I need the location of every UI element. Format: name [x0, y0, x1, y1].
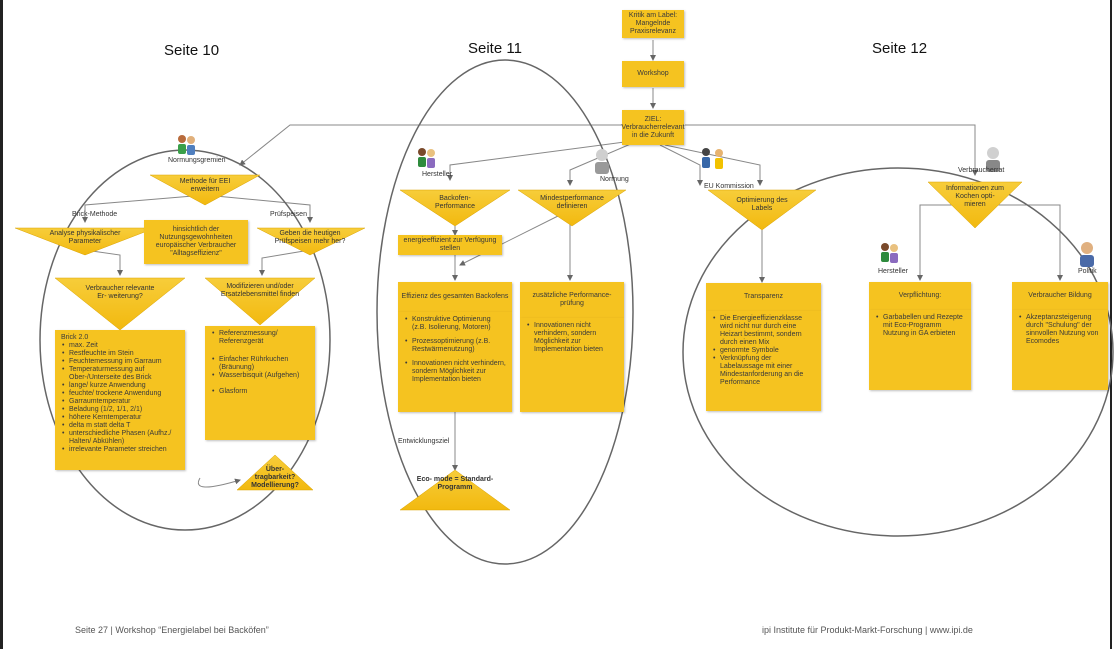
brick-item: Garraumtemperatur [62, 398, 179, 406]
pruefspeisen-label: Prüfspeisen [270, 211, 307, 218]
seite-ellipses [39, 59, 1114, 565]
informationen-text: Informationen zum Kochen opti- mieren [946, 185, 1004, 208]
effizienz-list-box: Konstruktive Optimierung (z.B. Isolierun… [398, 312, 512, 412]
brick-item: unterschiedliche Phasen (Aufhz./ Halten/… [62, 430, 179, 446]
optimierung-text: Optimierung des Labels [736, 197, 788, 212]
zusaetzlich-header-box: zusätzliche Performance- prüfung [520, 282, 624, 318]
modifizieren-text: Modifizieren und/oder Ersatzlebensmittel… [220, 283, 300, 298]
zusaetzlich-list-box: Innovationen nicht verhindern, sondern M… [520, 318, 624, 412]
verbraucher-bildung-header-box: Verbraucher Bildung [1012, 282, 1108, 310]
methode-text: Methode für EEI erweitern [179, 178, 231, 193]
bildung-item: Akzeptanzsteigerung durch "Schulung" der… [1019, 314, 1102, 346]
zusaetzlich-item: Innovationen nicht verhindern, sondern M… [527, 322, 618, 354]
verbraucherrat-label: Verbraucherrat [958, 167, 1005, 174]
hinsichtlich-box: hinsichtlich der Nutzungsgewohnheiten eu… [144, 220, 248, 264]
transparenz-list-box: Die Energieeffizienzklasse wird nicht nu… [706, 311, 821, 411]
brick-item: lange/ kurze Anwendung [62, 382, 179, 390]
pruef-list-box: Referenzmessung/ Referenzgerät Einfacher… [205, 326, 315, 440]
ziel-box: ZIEL: Verbraucherrelevant in die Zukunft [621, 110, 685, 145]
brick-item: feuchte/ trockene Anwendung [62, 390, 179, 398]
seite-11-label: Seite 11 [468, 40, 522, 57]
brick-item: delta m statt delta T [62, 422, 179, 430]
geben-text: Geben die heutigen Prüfspeisen mehr her? [274, 230, 346, 245]
pruef-item: Wasserbisquit (Aufgehen) [212, 372, 309, 380]
backofen-performance-text: Backofen- Performance [434, 195, 476, 210]
brick-item: Restfeuchte im Stein [62, 350, 179, 358]
normung-label: Normung [600, 176, 629, 183]
footer-right: ipi Institute für Produkt-Markt-Forschun… [762, 625, 973, 635]
brick-item: Feuchtemessung im Garraum [62, 358, 179, 366]
pruef-item: Glasform [212, 388, 309, 396]
brick-methode-label: Brick-Methode [72, 211, 118, 218]
verpflichtung-item: Garbabellen und Rezepte mit Eco-Programm… [876, 314, 965, 338]
seite-10-label: Seite 10 [164, 42, 220, 59]
connectors [82, 40, 1063, 488]
entwicklungsziel-label: Entwicklungsziel [398, 438, 450, 445]
brick-item: höhere Kerntemperatur [62, 414, 179, 422]
uebertragbarkeit-text: Über- tragbarkeit? Modellierung? [251, 466, 299, 489]
brick-item: irrelevante Parameter streichen [62, 446, 179, 454]
kritik-box: Kritik am Label: Mangelnde Praxisrelevan… [622, 10, 684, 38]
transparenz-item: genormte Symbole [713, 347, 815, 355]
hersteller-label-2: Hersteller [878, 268, 908, 275]
verpflichtung-header-box: Verpflichtung: [869, 282, 971, 310]
workshop-box: Workshop [622, 61, 684, 87]
pruef-item: Einfacher Rührkuchen (Bräunung) [212, 356, 309, 372]
energieeffizient-box: energieeffizient zur Verfügung stellen [398, 235, 502, 255]
seite-12-label: Seite 12 [872, 40, 928, 57]
effizienz-item: Innovationen nicht verhindern, sondern M… [405, 360, 506, 384]
effizienz-item: Prozessoptimierung (z.B. Restwärmenutzun… [405, 338, 506, 354]
mindestperformance-text: Mindestperformance definieren [540, 195, 604, 210]
eco-mode-text: Eco- mode = Standard-Programm [416, 476, 494, 491]
effizienz-item: Konstruktive Optimierung (z.B. Isolierun… [405, 316, 506, 332]
brick-list-title: Brick 2.0 [61, 334, 89, 341]
pruef-item: Referenzmessung/ Referenzgerät [212, 330, 309, 346]
eu-kommission-label: EU Kommission [704, 183, 754, 190]
footer-left: Seite 27 | Workshop “Energielabel bei Ba… [75, 625, 269, 635]
normungsgremien-label: Normungsgremien [168, 157, 226, 164]
verpflichtung-list-box: Garbabellen und Rezepte mit Eco-Programm… [869, 310, 971, 390]
brick-item: Beladung (1/2, 1/1, 2/1) [62, 406, 179, 414]
bildung-list-box: Akzeptanzsteigerung durch "Schulung" der… [1012, 310, 1108, 390]
analyse-text: Analyse physikalischer Parameter [49, 230, 121, 245]
brick-item: Temperaturmessung auf Ober-/Unterseite d… [62, 366, 179, 382]
hersteller-label: Hersteller [422, 171, 452, 178]
transparenz-item: Verknüpfung der Labelaussage mit einer M… [713, 355, 815, 387]
transparenz-header-box: Transparenz [706, 283, 821, 311]
politik-label: Politik [1078, 268, 1097, 275]
left-border [0, 0, 3, 649]
triangles [14, 174, 1023, 511]
transparenz-item: Die Energieeffizienzklasse wird nicht nu… [713, 315, 815, 347]
brick-list-box: Brick 2.0 max. Zeit Restfeuchte im Stein… [55, 330, 185, 470]
effizienz-header-box: Effizienz des gesamten Backofens [398, 282, 512, 312]
verbraucher-relevant-text: Verbraucher relevante Er- weiterung? [85, 285, 155, 300]
brick-item: max. Zeit [62, 342, 179, 350]
person-icons [178, 135, 1094, 267]
